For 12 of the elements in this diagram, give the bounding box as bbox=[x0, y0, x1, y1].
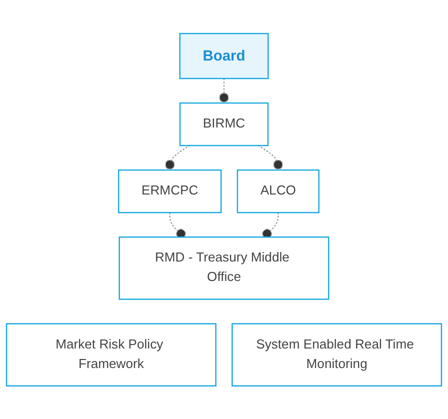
connector bbox=[262, 212, 279, 238]
node-box: RMD - Treasury Middle Office bbox=[118, 236, 330, 300]
connector bbox=[169, 212, 186, 238]
node-box: Board bbox=[179, 32, 269, 79]
connector bbox=[219, 78, 229, 103]
node-box: Market Risk Policy Framework bbox=[6, 322, 216, 386]
node-box: ALCO bbox=[236, 169, 320, 213]
connector bbox=[164, 144, 190, 170]
connector bbox=[258, 144, 284, 170]
node-box: ERMCPC bbox=[118, 169, 222, 213]
node-box: BIRMC bbox=[179, 102, 269, 146]
node-box: System Enabled Real Time Monitoring bbox=[232, 322, 442, 386]
